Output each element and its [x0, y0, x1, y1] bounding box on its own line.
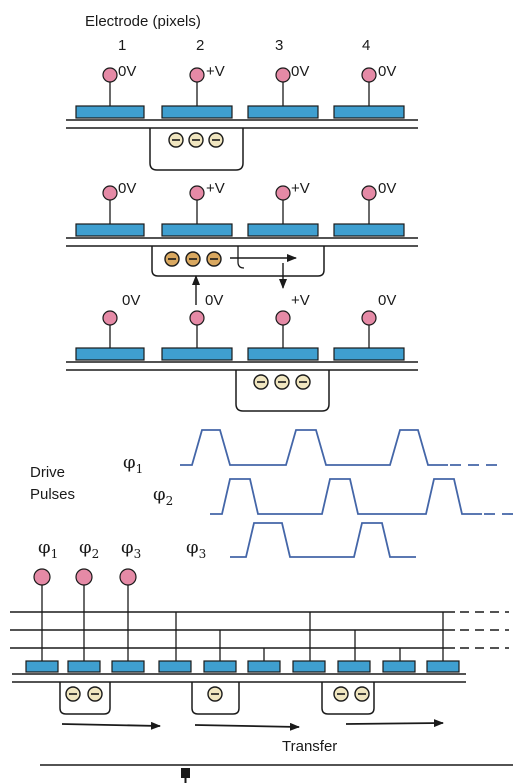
electron-packet: [253, 374, 311, 390]
electrode-4: [333, 347, 405, 361]
potential-well: [321, 682, 375, 715]
voltage-label: 0V: [291, 63, 309, 80]
contact-pad: [102, 310, 118, 326]
contact-pad: [361, 67, 377, 83]
stage-2: 0V +V +V 0V: [66, 180, 418, 305]
voltage-label: 0V: [378, 292, 396, 309]
electron-packet: [207, 686, 223, 702]
ccd-electrode: [25, 660, 59, 673]
voltage-label: 0V: [118, 180, 136, 197]
ccd-electrode: [158, 660, 192, 673]
potential-well: [235, 370, 330, 412]
electrode-4: [333, 105, 405, 119]
contact-pad: [102, 67, 118, 83]
contact-pad: [361, 310, 377, 326]
electrode-2: [161, 347, 233, 361]
potential-well: [149, 128, 244, 171]
electrode-3: [247, 347, 319, 361]
voltage-label: 0V: [205, 292, 223, 309]
electron-packet: [168, 132, 224, 148]
diagram-title: Electrode (pixels): [85, 13, 201, 30]
ccd-electrode: [382, 660, 416, 673]
stage-1: 0V +V 0V 0V: [66, 63, 418, 171]
drive-pulses: Drive Pulses φ1 φ2 φ3: [30, 429, 513, 561]
voltage-label: 0V: [118, 63, 136, 80]
phase-terminal-label-1: φ1: [38, 537, 58, 561]
voltage-label: +V: [206, 63, 225, 80]
potential-well: [191, 682, 240, 715]
ccd-electrode: [292, 660, 326, 673]
pixel-number-1: 1: [118, 37, 126, 54]
well-divider: [237, 246, 245, 269]
drive-label: Drive: [30, 464, 65, 481]
voltage-label: +V: [291, 180, 310, 197]
ccd-electrode: [426, 660, 460, 673]
voltage-label: +V: [291, 292, 310, 309]
transfer-arrow: [345, 719, 444, 728]
electron-packet: [65, 686, 103, 702]
contact-pad: [275, 185, 291, 201]
pulse-waveform-2: [210, 478, 482, 515]
ccd-electrode: [247, 660, 281, 673]
contact-pad: [102, 185, 118, 201]
electrode-3: [247, 105, 319, 119]
potential-well: [59, 682, 111, 715]
phase-terminal: [75, 568, 93, 586]
pixel-number-4: 4: [362, 37, 370, 54]
phase-terminal: [33, 568, 51, 586]
stage-3: 0V 0V +V 0V: [66, 292, 418, 412]
electrode-2: [161, 105, 233, 119]
ccd-electrode: [111, 660, 145, 673]
voltage-label: 0V: [378, 63, 396, 80]
voltage-label: 0V: [378, 180, 396, 197]
ccd-electrode: [67, 660, 101, 673]
electrode-3: [247, 223, 319, 237]
voltage-label: 0V: [122, 292, 140, 309]
pixel-number-2: 2: [196, 37, 204, 54]
ccd-electrode: [337, 660, 371, 673]
ccd-electrode: [203, 660, 237, 673]
output-node: [181, 768, 190, 778]
phase-label-1: φ1: [123, 452, 143, 476]
phase-label-2: φ2: [153, 484, 173, 508]
electrode-1: [75, 105, 145, 119]
electron-packet: [164, 251, 222, 267]
contact-pad: [189, 185, 205, 201]
contact-pad: [275, 67, 291, 83]
pixel-number-3: 3: [275, 37, 283, 54]
electrode-1: [75, 223, 145, 237]
phase-label-3: φ3: [186, 537, 206, 561]
electrode-4: [333, 223, 405, 237]
contact-pad: [361, 185, 377, 201]
three-phase-ccd: φ1 φ2 φ3: [10, 537, 513, 783]
contact-pad: [189, 67, 205, 83]
electron-packet: [333, 686, 370, 702]
electrode-2: [161, 223, 233, 237]
transfer-label: Transfer: [282, 738, 337, 755]
pulses-label: Pulses: [30, 486, 75, 503]
contact-pad: [189, 310, 205, 326]
electrode-1: [75, 347, 145, 361]
pulse-waveform-1: [180, 429, 448, 466]
phase-terminal-label-2: φ2: [79, 537, 99, 561]
contact-pad: [275, 310, 291, 326]
potential-well: [151, 246, 325, 277]
phase-terminal-label-3: φ3: [121, 537, 141, 561]
voltage-label: +V: [206, 180, 225, 197]
phase-terminal: [119, 568, 137, 586]
transfer-arrow: [61, 721, 161, 730]
pulse-waveform-3: [230, 522, 416, 558]
transfer-arrow: [194, 722, 300, 731]
